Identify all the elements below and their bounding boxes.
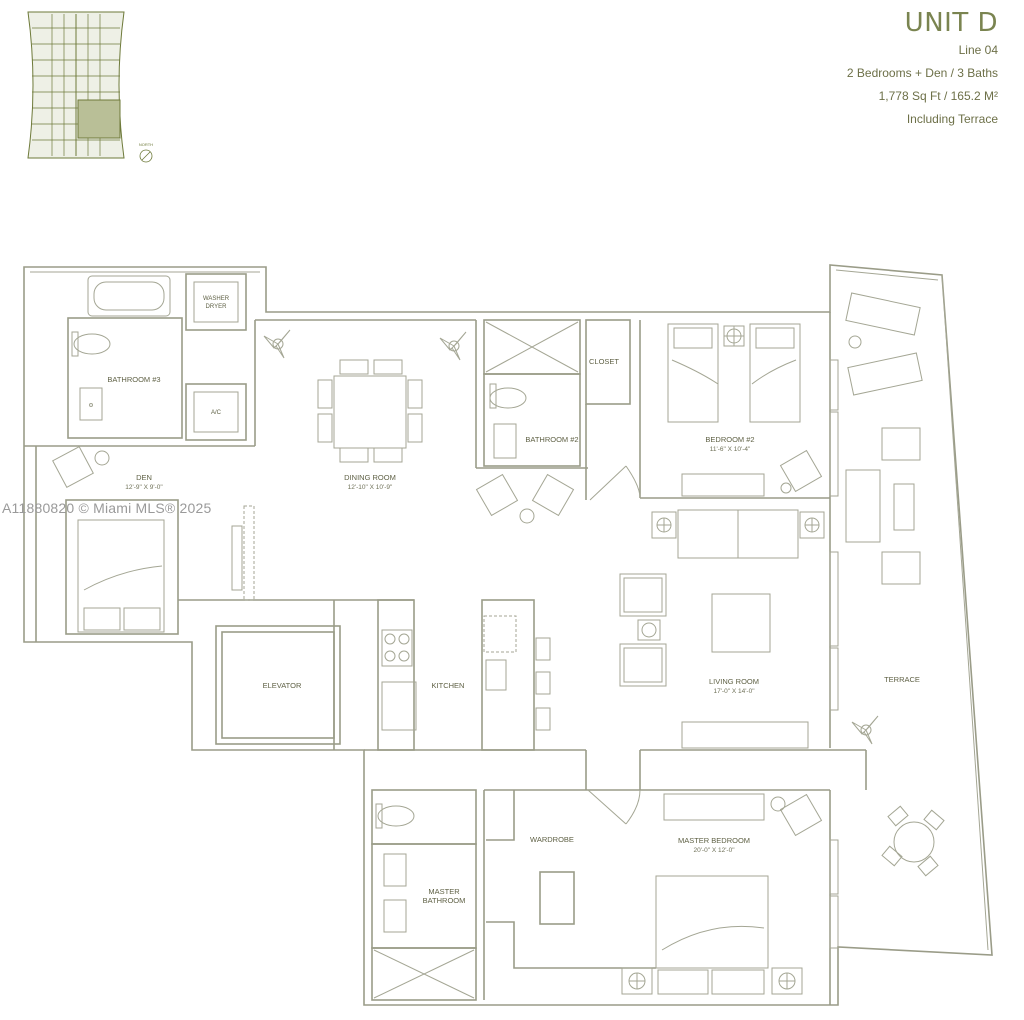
label-bathroom3: BATHROOM #3 xyxy=(107,375,160,384)
unit-info: UNIT D Line 04 2 Bedrooms + Den / 3 Bath… xyxy=(847,8,998,125)
interior-walls xyxy=(24,273,867,1005)
room-labels: BATHROOM #3 WASHER DRYER A/C DEN 12'-9" … xyxy=(107,296,920,905)
dim-den: 12'-9" X 9'-0" xyxy=(125,484,163,491)
label-living-room: LIVING ROOM xyxy=(709,677,759,686)
dim-master-bedroom: 20'-0" X 12'-0" xyxy=(693,847,735,854)
label-wardrobe: WARDROBE xyxy=(530,835,574,844)
key-plan-unit-highlight xyxy=(77,99,121,139)
unit-layout: 2 Bedrooms + Den / 3 Baths xyxy=(846,66,998,80)
label-dining-room: DINING ROOM xyxy=(344,473,396,482)
furniture xyxy=(52,275,945,999)
label-master-bath-1: MASTER xyxy=(428,887,460,896)
plant-icon xyxy=(263,329,879,745)
dim-living-room: 17'-0" X 14'-0" xyxy=(713,688,755,695)
label-terrace: TERRACE xyxy=(884,675,920,684)
windows xyxy=(829,359,839,949)
exterior-walls xyxy=(23,264,993,1006)
label-master-bedroom: MASTER BEDROOM xyxy=(678,836,750,845)
label-closet: CLOSET xyxy=(589,357,619,366)
doors xyxy=(231,465,641,825)
unit-note: Including Terrace xyxy=(906,112,998,126)
label-elevator: ELEVATOR xyxy=(263,681,302,690)
dim-bedroom2: 11'-6" X 10'-4" xyxy=(710,446,751,453)
unit-line: Line 04 xyxy=(958,43,998,57)
unit-area: 1,778 Sq Ft / 165.2 M² xyxy=(878,89,998,103)
key-plan: NORTH xyxy=(27,11,153,163)
label-kitchen: KITCHEN xyxy=(432,681,465,690)
label-bedroom2: BEDROOM #2 xyxy=(705,435,754,444)
unit-title: UNIT D xyxy=(904,8,998,38)
label-den: DEN xyxy=(136,473,152,482)
north-arrow-icon: NORTH xyxy=(139,142,153,163)
label-ac: A/C xyxy=(211,410,222,416)
dim-dining-room: 12'-10" X 10'-9" xyxy=(348,484,393,491)
label-washer: WASHER xyxy=(203,296,230,302)
label-dryer: DRYER xyxy=(206,304,228,310)
label-bathroom2: BATHROOM #2 xyxy=(525,435,578,444)
north-label: NORTH xyxy=(139,142,153,147)
mls-watermark: A11880820 © Miami MLS® 2025 xyxy=(2,500,212,516)
label-master-bath-2: BATHROOM xyxy=(423,896,466,905)
